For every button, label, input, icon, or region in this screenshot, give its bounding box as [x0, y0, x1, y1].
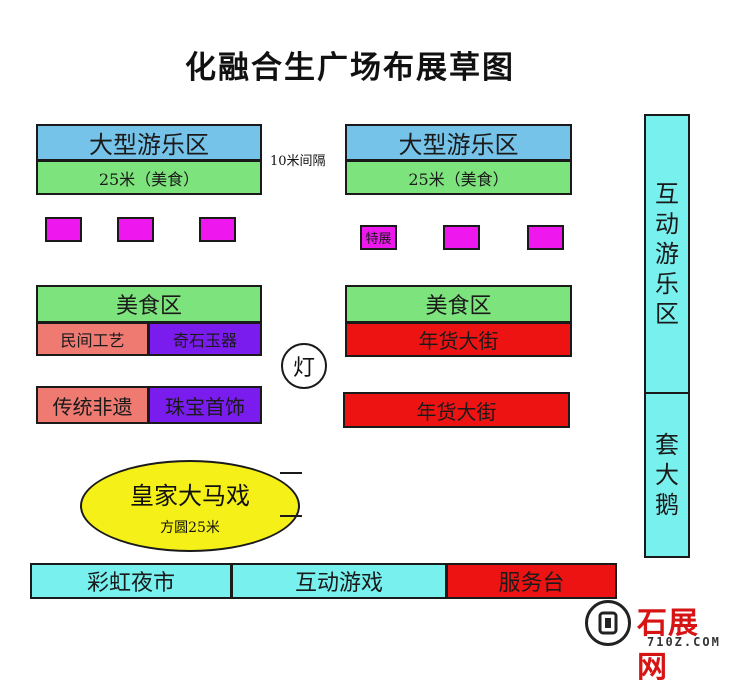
circus-name: 皇家大马戏: [130, 481, 250, 510]
interactive-amusement-zone: 互 动 游 乐 区: [644, 114, 690, 394]
inflatable-goose-zone: 套 大 鹅: [644, 392, 690, 558]
right-food-zone: 美食区: [345, 285, 572, 323]
new-year-street-2: 年货大街: [343, 392, 570, 428]
rainbow-night-market: 彩虹夜市: [30, 563, 232, 599]
lamp-marker: 灯: [281, 343, 327, 389]
right-food-strip: 25米（美食）: [345, 160, 572, 195]
stone-logo-icon: [585, 600, 631, 646]
circus-entrance-top: [280, 472, 302, 474]
booth-3: [199, 217, 236, 242]
new-year-street-1: 年货大街: [345, 322, 572, 357]
booth-5: [443, 225, 480, 250]
folk-craft-zone: 民间工艺: [36, 322, 149, 356]
service-desk: 服务台: [446, 563, 617, 599]
royal-circus: 皇家大马戏 方圆25米: [80, 460, 300, 552]
stone-glyph-icon: [598, 611, 618, 635]
left-food-zone: 美食区: [36, 285, 262, 323]
booth-2: [117, 217, 154, 242]
circus-entrance-bottom: [280, 515, 302, 517]
page-title: 化融合生广场布展草图: [185, 50, 515, 86]
site-logo: 石展网 710Z.COM: [585, 598, 725, 685]
interactive-games: 互动游戏: [231, 563, 447, 599]
booth-1: [45, 217, 82, 242]
special-exhibition-booth: 特展: [360, 225, 397, 250]
jewelry-zone: 珠宝首饰: [148, 386, 262, 424]
right-amusement-zone: 大型游乐区: [345, 124, 572, 161]
booth-6: [527, 225, 564, 250]
logo-url: 710Z.COM: [647, 635, 721, 649]
stone-jade-zone: 奇石玉器: [148, 322, 262, 356]
spacing-note: 10米间隔: [270, 154, 326, 169]
circus-size: 方圆25米: [160, 519, 220, 536]
left-amusement-zone: 大型游乐区: [36, 124, 262, 161]
left-food-strip: 25米（美食）: [36, 160, 262, 195]
heritage-zone: 传统非遗: [36, 386, 149, 424]
